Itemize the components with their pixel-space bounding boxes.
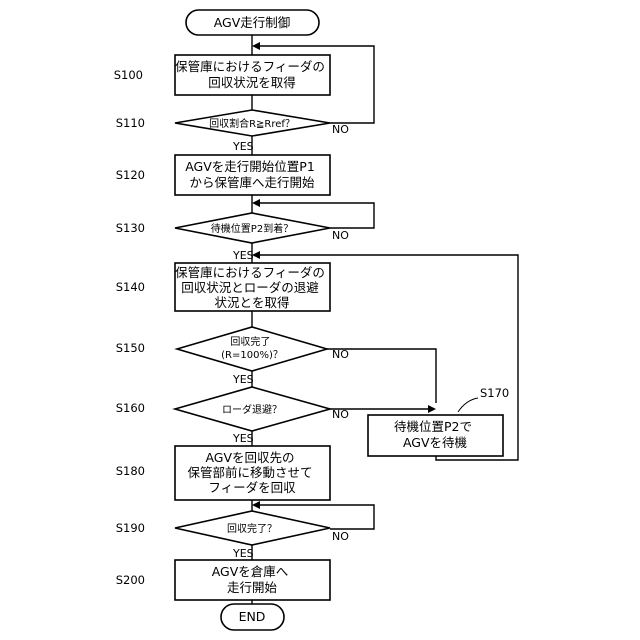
s110-no-label: NO — [332, 123, 349, 136]
step-s180: S180 AGVを回収先の 保管部前に移動させて フィーダを回収 — [116, 446, 330, 500]
s160-yes-label: YES — [232, 432, 254, 445]
step-s100: S100 保管庫におけるフィーダの 回収状況を取得 — [114, 55, 330, 95]
s130-yes-label: YES — [232, 249, 254, 262]
step-s140: S140 保管庫におけるフィーダの 回収状況とローダの退避 状況とを取得 — [116, 263, 330, 311]
step-id-s150: S150 — [116, 341, 145, 355]
s150-yes-label: YES — [232, 373, 254, 386]
step-id-s140: S140 — [116, 280, 145, 294]
step-id-s100: S100 — [114, 68, 143, 82]
step-id-s200: S200 — [116, 573, 145, 587]
s190-yes-label: YES — [232, 547, 254, 560]
step-id-s120: S120 — [116, 168, 145, 182]
s150-no-label: NO — [332, 348, 349, 361]
decision-s160-text: ローダ退避？ — [222, 403, 282, 416]
decision-s130-text: 待機位置P2到着？ — [211, 222, 293, 235]
s190-no-label: NO — [332, 530, 349, 543]
step-id-s110: S110 — [116, 116, 145, 130]
end-terminator: END — [221, 604, 284, 630]
step-id-s130: S130 — [116, 221, 145, 235]
decision-s190-text: 回収完了？ — [227, 522, 277, 535]
step-s200: S200 AGVを倉庫へ 走行開始 — [116, 560, 330, 600]
s110-yes-label: YES — [232, 140, 254, 153]
s160-no-label: NO — [332, 408, 349, 421]
decision-s150: S150 回収完了 (R=100%)？ NO YES — [116, 327, 349, 386]
decision-s110-text: 回収割合R≧Rref？ — [209, 117, 295, 130]
process-s170-text: 待機位置P2で AGVを待機 — [394, 419, 476, 450]
start-label: AGV走行制御 — [214, 15, 291, 30]
step-id-s190: S190 — [116, 521, 145, 535]
end-label: END — [239, 609, 266, 624]
s130-no-label: NO — [332, 229, 349, 242]
decision-s160: S160 ローダ退避？ NO YES — [116, 387, 349, 445]
decision-s110: S110 回収割合R≧Rref？ NO YES — [116, 110, 349, 153]
process-s120-text: AGVを走行開始位置P1 から保管庫へ走行開始 — [185, 159, 319, 190]
step-id-s160: S160 — [116, 401, 145, 415]
step-id-s180: S180 — [116, 464, 145, 478]
step-s170: S170 待機位置P2で AGVを待機 — [368, 386, 509, 456]
step-id-s170: S170 — [480, 386, 509, 400]
start-terminator: AGV走行制御 — [186, 10, 319, 35]
step-s120: S120 AGVを走行開始位置P1 から保管庫へ走行開始 — [116, 155, 330, 195]
decision-s190: S190 回収完了？ NO YES — [116, 511, 349, 560]
